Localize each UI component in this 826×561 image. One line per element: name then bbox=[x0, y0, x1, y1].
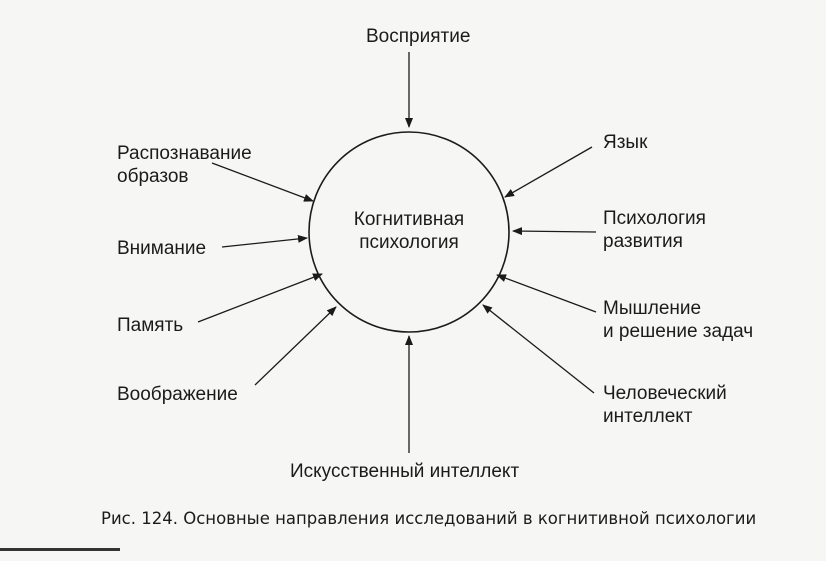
node-perception: Восприятие bbox=[366, 26, 471, 47]
node-artificial-intelligence: Искусственный интеллект bbox=[290, 461, 520, 482]
arrow-thinking bbox=[496, 274, 597, 313]
center-node: Когнитивная психология bbox=[338, 208, 480, 254]
node-thinking-problem-solving: Мышление и решение задач bbox=[603, 297, 753, 343]
node-developmental-line2: развития bbox=[603, 231, 683, 252]
arrow-memory bbox=[197, 273, 323, 323]
node-pattern-recognition-line1: Распознавание bbox=[117, 143, 252, 164]
arrow-developmental bbox=[512, 227, 597, 236]
node-language: Язык bbox=[603, 132, 648, 153]
arrow-language bbox=[504, 146, 593, 198]
center-label-line2: психология bbox=[359, 232, 459, 253]
arrow-imagination bbox=[254, 306, 337, 386]
node-intelligence-line2: интеллект bbox=[603, 406, 693, 427]
node-pattern-recognition: Распознавание образов bbox=[117, 142, 252, 188]
node-developmental-psychology: Психология развития bbox=[603, 207, 706, 253]
arrow-intelligence bbox=[482, 304, 595, 394]
node-thinking-line1: Мышление bbox=[603, 298, 702, 319]
node-intelligence-line1: Человеческий bbox=[603, 383, 727, 404]
node-attention: Внимание bbox=[117, 238, 207, 259]
center-circle bbox=[308, 131, 510, 333]
node-thinking-line2: и решение задач bbox=[603, 321, 754, 342]
node-developmental-line1: Психология bbox=[603, 208, 706, 229]
figure-caption: Рис. 124. Основные направления исследова… bbox=[101, 509, 757, 528]
arrow-pattern-recognition bbox=[211, 162, 314, 202]
node-pattern-recognition-line2: образов bbox=[117, 166, 189, 187]
center-label-line1: Когнитивная bbox=[353, 209, 465, 230]
page-rule bbox=[0, 548, 120, 551]
arrow-attention bbox=[221, 234, 308, 248]
node-memory: Память bbox=[117, 315, 184, 336]
node-imagination: Воображение bbox=[117, 384, 238, 405]
node-human-intelligence: Человеческий интеллект bbox=[603, 382, 727, 428]
